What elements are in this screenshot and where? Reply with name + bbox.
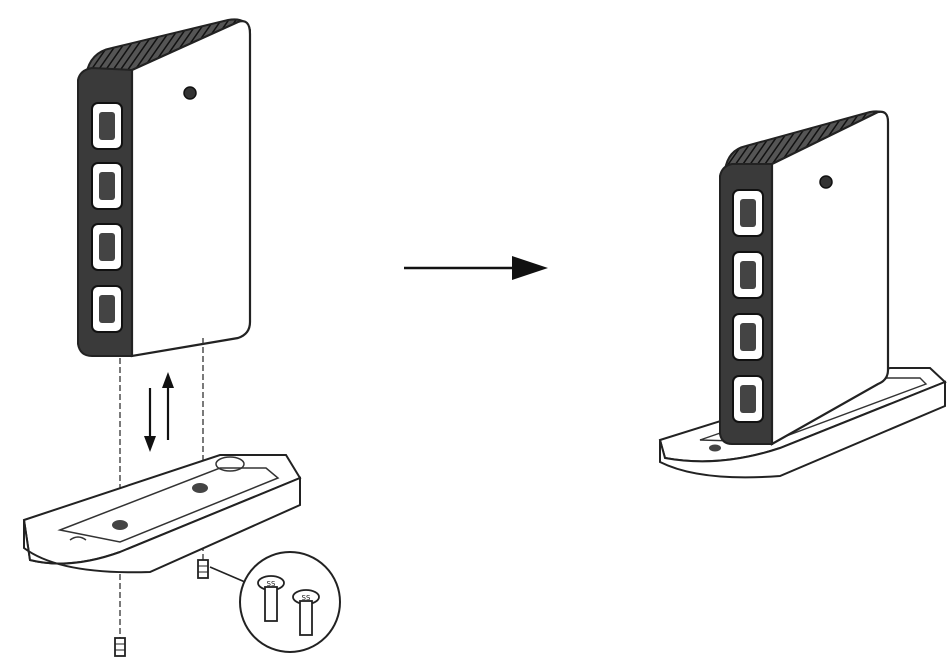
power-button-icon: [183, 86, 197, 100]
screw-icon: [114, 637, 126, 657]
before-panel: SS SS: [22, 18, 341, 657]
up-arrow-icon: [162, 372, 174, 440]
power-button-icon: [819, 175, 833, 189]
mini-pc-device-left: [77, 18, 252, 358]
screw-label-1: SS: [267, 580, 276, 588]
screw-callout: SS SS: [209, 551, 341, 653]
down-arrow-icon: [144, 388, 156, 452]
right-arrow-icon: [404, 256, 548, 280]
stand-base-left: [22, 454, 302, 574]
screw-icon: [197, 559, 209, 579]
mini-pc-device-right: [719, 110, 890, 446]
screw-label-2: SS: [302, 594, 311, 602]
after-panel: [658, 110, 947, 479]
